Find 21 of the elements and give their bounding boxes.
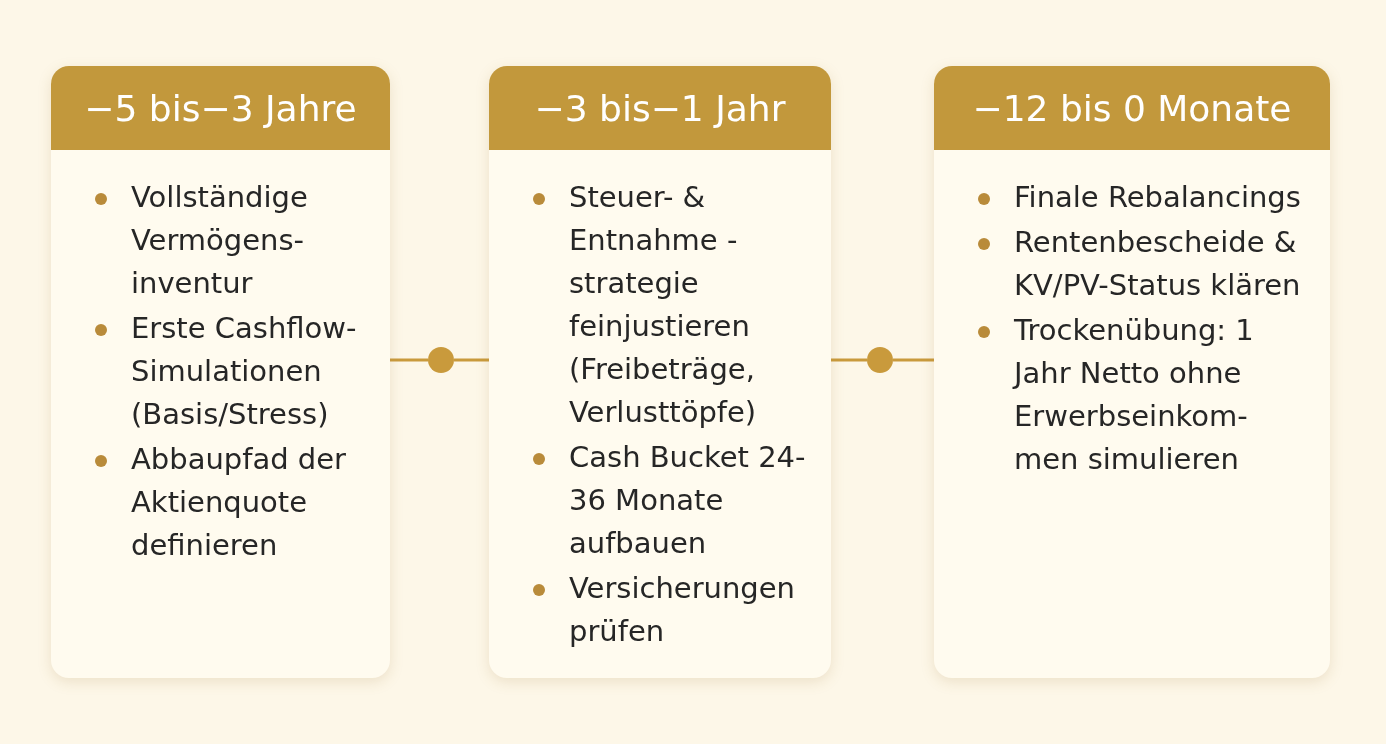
phase-card [51, 66, 390, 678]
bullet-text: Steuer- & Entnahme - strategie feinjustieren (Freibeträge, Verlusttöpfe) [569, 179, 758, 431]
bullet-text: Erste Cashflow- Simulationen (Basis/Stress) [131, 310, 358, 433]
phase-title: −12 bis 0 Monate [972, 87, 1292, 129]
phase-title: −3 bis−1 Jahr [534, 87, 786, 129]
bullet-text: Vollständige Vermögens- inventur [131, 179, 309, 302]
connector-dot [428, 347, 454, 373]
bullet-text: Rentenbescheide & KV/PV-Status klären [1014, 224, 1302, 304]
bullet-text: Cash Bucket 24-36 Monate aufbauen [569, 439, 807, 562]
bullet-text: Versicherungen prüfen [569, 570, 796, 650]
bullet-text: Abbaupfad der Aktienquote definieren [131, 441, 347, 564]
bullet-text: Finale Rebalancings [1014, 179, 1301, 216]
connector-line [454, 358, 489, 362]
bullet-text: Trockenübung: 1 Jahr Netto ohne Erwerbseinkom- men simulieren [1014, 312, 1255, 478]
connector-line [831, 358, 867, 362]
connector-line [893, 358, 934, 362]
phase-card [934, 66, 1330, 678]
phase-title: −5 bis−3 Jahre [84, 87, 357, 129]
phase-card [489, 66, 831, 678]
connector-dot [867, 347, 893, 373]
connector-line [390, 358, 428, 362]
